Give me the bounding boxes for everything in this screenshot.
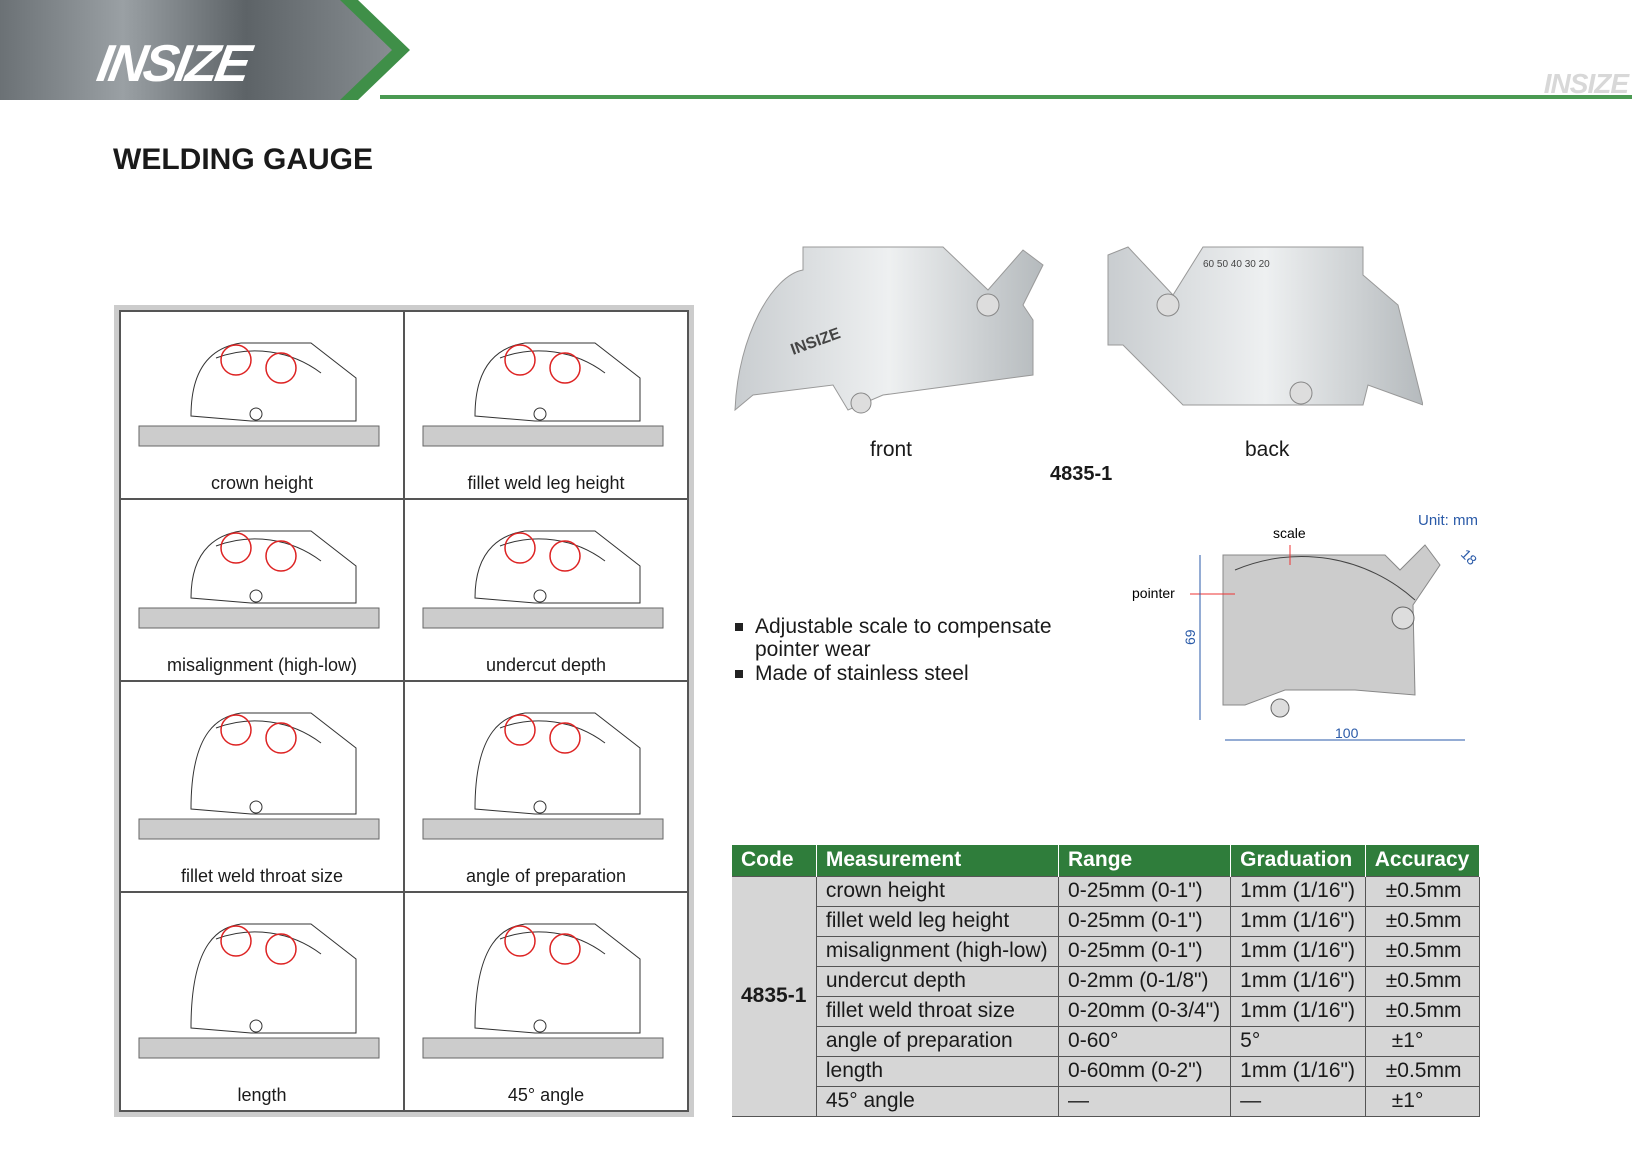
width-dimension: 100 <box>1335 725 1359 741</box>
brand-logo-small: INSIZE <box>1543 68 1629 99</box>
application-illustration <box>138 530 380 629</box>
table-cell: 1mm (1/16") <box>1230 905 1366 937</box>
table-cell: 0-25mm (0-1") <box>1058 935 1232 967</box>
column-header: Measurement <box>816 845 1060 876</box>
column-header: Range <box>1058 845 1232 876</box>
application-illustration <box>422 712 664 840</box>
application-cell: 45° angle <box>404 892 688 1111</box>
pointer-callout: pointer <box>1132 585 1175 601</box>
table-cell: ±1° <box>1364 1025 1481 1057</box>
application-illustration <box>422 530 664 629</box>
header: INSIZE INSIZE <box>0 0 1632 100</box>
application-label: fillet weld throat size <box>180 866 344 886</box>
feature-list: Adjustable scale to compensate pointer w… <box>735 615 1085 685</box>
gauge-back-photo: 60 50 40 30 20 <box>1107 246 1423 406</box>
application-label: misalignment (high-low) <box>166 655 358 675</box>
table-cell: angle of preparation <box>815 1025 1060 1057</box>
table-cell: 5° <box>1230 1025 1366 1057</box>
application-illustration <box>422 342 664 447</box>
table-cell: — <box>1058 1085 1232 1117</box>
banner-image <box>0 0 408 100</box>
application-illustration <box>422 923 664 1059</box>
table-cell: length <box>815 1055 1060 1087</box>
table-cell: ±0.5mm <box>1364 905 1481 937</box>
table-cell: 0-2mm (0-1/8") <box>1058 965 1232 997</box>
table-cell: ±0.5mm <box>1364 965 1481 997</box>
feature-item: Adjustable scale to compensate pointer w… <box>735 615 1085 661</box>
table-cell: 0-25mm (0-1") <box>1058 905 1232 937</box>
unit-label: Unit: mm <box>1418 512 1478 529</box>
application-label: 45° angle <box>507 1085 585 1105</box>
application-cell: undercut depth <box>404 499 688 681</box>
table-cell: 45° angle <box>815 1085 1060 1117</box>
table-cell: 1mm (1/16") <box>1230 965 1366 997</box>
table-cell: 1mm (1/16") <box>1230 875 1366 907</box>
table-cell: — <box>1230 1085 1366 1117</box>
application-illustration <box>138 923 380 1059</box>
header-divider <box>380 95 1632 99</box>
front-label: front <box>870 438 913 461</box>
back-label: back <box>1245 438 1290 461</box>
page-title: WELDING GAUGE <box>113 143 373 176</box>
table-cell: 0-60° <box>1058 1025 1232 1057</box>
application-illustration <box>138 712 380 840</box>
application-label: length <box>237 1085 287 1105</box>
application-cell: misalignment (high-low) <box>120 499 404 681</box>
column-header: Code <box>732 845 817 876</box>
table-cell: crown height <box>815 875 1060 907</box>
table-cell: ±0.5mm <box>1364 1055 1481 1087</box>
application-label: crown height <box>210 473 314 493</box>
application-cell: fillet weld throat size <box>120 681 404 892</box>
application-cell: fillet weld leg height <box>404 311 688 499</box>
table-row: 45° angle——±1° <box>732 1085 1481 1117</box>
table-cell: misalignment (high-low) <box>815 935 1060 967</box>
table-cell: ±0.5mm <box>1364 935 1481 967</box>
svg-text:60 50 40 30 20: 60 50 40 30 20 <box>1203 259 1270 270</box>
table-cell: 0-25mm (0-1") <box>1058 875 1232 907</box>
column-header: Accuracy <box>1365 845 1481 876</box>
application-cell: length <box>120 892 404 1111</box>
dimension-diagram: scale pointer 69 100 18 <box>1132 525 1480 741</box>
table-cell: ±1° <box>1364 1085 1481 1117</box>
table-cell: undercut depth <box>815 965 1060 997</box>
scale-callout: scale <box>1273 525 1306 541</box>
application-illustration <box>138 342 380 447</box>
table-cell: 0-60mm (0-2") <box>1058 1055 1232 1087</box>
code-cell: 4835-1 <box>732 875 817 1117</box>
product-code: 4835-1 <box>1050 463 1113 485</box>
application-cell: angle of preparation <box>404 681 688 892</box>
application-cell: crown height <box>120 311 404 499</box>
table-cell: 1mm (1/16") <box>1230 995 1366 1027</box>
table-cell: 1mm (1/16") <box>1230 1055 1366 1087</box>
feature-item: Made of stainless steel <box>735 662 1085 685</box>
brand-logo: INSIZE <box>92 35 253 93</box>
table-cell: fillet weld leg height <box>815 905 1060 937</box>
application-label: fillet weld leg height <box>467 473 625 493</box>
table-cell: 1mm (1/16") <box>1230 935 1366 967</box>
applications-panel: crown height fillet weld leg height misa… <box>114 305 694 1117</box>
table-cell: 0-20mm (0-3/4") <box>1058 995 1232 1027</box>
application-label: undercut depth <box>485 655 607 675</box>
height-dimension: 69 <box>1182 629 1198 645</box>
table-cell: ±0.5mm <box>1364 995 1481 1027</box>
table-row: misalignment (high-low)0-25mm (0-1")1mm … <box>732 935 1481 967</box>
application-label: angle of preparation <box>465 866 627 886</box>
column-header: Graduation <box>1230 845 1366 876</box>
table-cell: fillet weld throat size <box>815 995 1060 1027</box>
slot-dimension: 18 <box>1458 546 1480 568</box>
gauge-front-photo: INSIZE <box>734 246 1044 414</box>
table-cell: ±0.5mm <box>1364 875 1481 907</box>
